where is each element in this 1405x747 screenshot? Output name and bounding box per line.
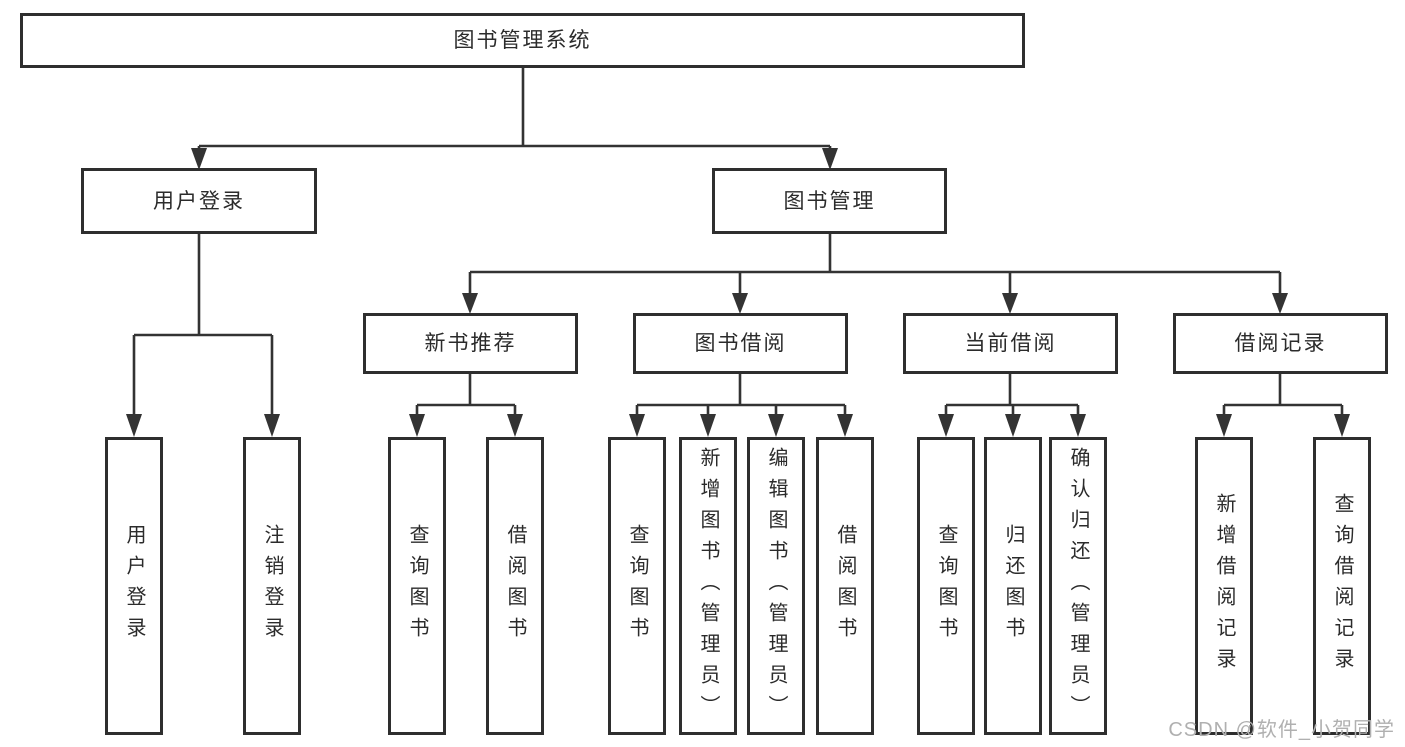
leaf-borrowing-borrow-books: 借阅图书 bbox=[816, 437, 874, 735]
leaf-query-borrow-record: 查询借阅记录 bbox=[1313, 437, 1371, 735]
leaf-recommend-borrow-books: 借阅图书 bbox=[486, 437, 544, 735]
node-root-system: 图书管理系统 bbox=[20, 13, 1025, 68]
leaf-confirm-return-admin: 确认归还（管理员） bbox=[1049, 437, 1107, 735]
tree-edges bbox=[132, 68, 1344, 416]
leaf-current-query-books: 查询图书 bbox=[917, 437, 975, 735]
leaf-logout: 注销登录 bbox=[243, 437, 301, 735]
leaf-user-login: 用户登录 bbox=[105, 437, 163, 735]
arrowhead-icons bbox=[126, 148, 1350, 437]
leaf-return-books: 归还图书 bbox=[984, 437, 1042, 735]
node-book-management: 图书管理 bbox=[712, 168, 947, 234]
leaf-add-borrow-record: 新增借阅记录 bbox=[1195, 437, 1253, 735]
node-user-login: 用户登录 bbox=[81, 168, 317, 234]
node-current-borrowing: 当前借阅 bbox=[903, 313, 1118, 374]
leaf-borrowing-query-books: 查询图书 bbox=[608, 437, 666, 735]
node-borrowing-records: 借阅记录 bbox=[1173, 313, 1388, 374]
node-book-borrowing: 图书借阅 bbox=[633, 313, 848, 374]
leaf-edit-books-admin: 编辑图书（管理员） bbox=[747, 437, 805, 735]
csdn-watermark: CSDN @软件_小贺同学 bbox=[1168, 719, 1395, 741]
leaf-recommend-query-books: 查询图书 bbox=[388, 437, 446, 735]
leaf-add-books-admin: 新增图书（管理员） bbox=[679, 437, 737, 735]
node-new-book-recommend: 新书推荐 bbox=[363, 313, 578, 374]
